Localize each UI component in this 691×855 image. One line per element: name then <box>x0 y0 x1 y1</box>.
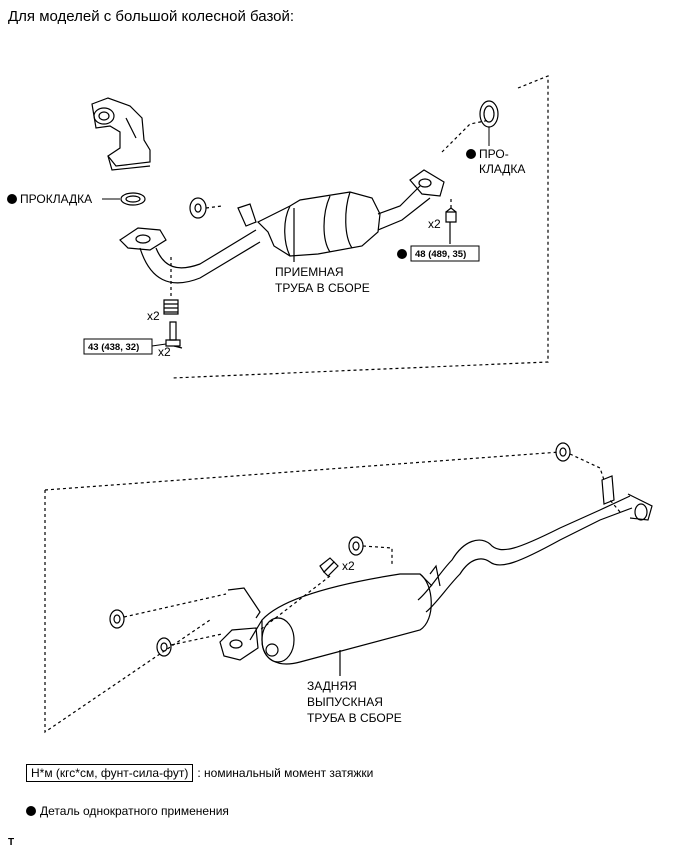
qty-springs: x2 <box>147 309 160 323</box>
legend-torque: Н*м (кгс*см, фунт-сила-фут) : номинальны… <box>26 764 373 782</box>
label-rear-pipe-3: ТРУБА В СБОРЕ <box>307 711 402 725</box>
qty-rear-bolts: x2 <box>342 559 355 573</box>
qty-bolts: x2 <box>158 345 171 359</box>
label-front-pipe-1: ПРИЕМНАЯ <box>275 265 344 279</box>
lower-dashed-frame <box>44 451 621 734</box>
exhaust-manifold <box>91 97 151 171</box>
label-rear-pipe-2: ВЫПУСКНАЯ <box>307 695 383 709</box>
torque-right: 48 (489, 35) <box>415 249 466 260</box>
qty-nuts: x2 <box>428 217 441 231</box>
legend-torque-desc: : номинальный момент затяжки <box>197 766 374 780</box>
rear-pipe <box>219 475 653 665</box>
hanger-rubber-rear-1 <box>109 593 227 629</box>
single-use-dot-nut <box>397 249 407 259</box>
footer-mark: T <box>8 837 15 848</box>
label-rear-pipe-1: ЗАДНЯЯ <box>307 679 357 693</box>
legend-torque-box: Н*м (кгс*см, фунт-сила-фут) <box>26 764 194 782</box>
gasket-right-part <box>479 100 499 128</box>
single-use-dot-icon <box>26 806 36 816</box>
hanger-rubber-upper <box>189 197 223 219</box>
flange-bolt <box>165 321 181 347</box>
gasket-left-part <box>120 192 146 206</box>
legend-single-use: Деталь однократного применения <box>26 804 229 818</box>
front-pipe <box>119 169 445 284</box>
label-front-pipe-2: ТРУБА В СБОРЕ <box>275 281 370 295</box>
hanger-rubber-rear-4 <box>555 442 605 481</box>
torque-box-right <box>410 245 480 262</box>
hanger-rubber-rear-2 <box>156 633 223 657</box>
compression-spring <box>163 256 179 315</box>
page-title: Для моделей с большой колесной базой: <box>8 8 295 25</box>
label-gasket-right-1: ПРО- <box>479 147 509 161</box>
single-use-dot-left <box>7 194 17 204</box>
label-gasket-right-2: КЛАДКА <box>479 162 525 176</box>
dashed-connector-right <box>441 119 491 153</box>
upper-dashed-frame <box>171 75 549 379</box>
rear-bolt <box>259 557 339 631</box>
torque-left: 43 (438, 32) <box>88 342 139 353</box>
torque-box-left <box>83 338 153 355</box>
legend-single-use-text: Деталь однократного применения <box>40 804 229 818</box>
hanger-rubber-rear-3 <box>348 536 393 566</box>
right-nut <box>445 196 457 223</box>
label-gasket-left: ПРОКЛАДКА <box>20 192 92 206</box>
single-use-dot-right <box>466 149 476 159</box>
